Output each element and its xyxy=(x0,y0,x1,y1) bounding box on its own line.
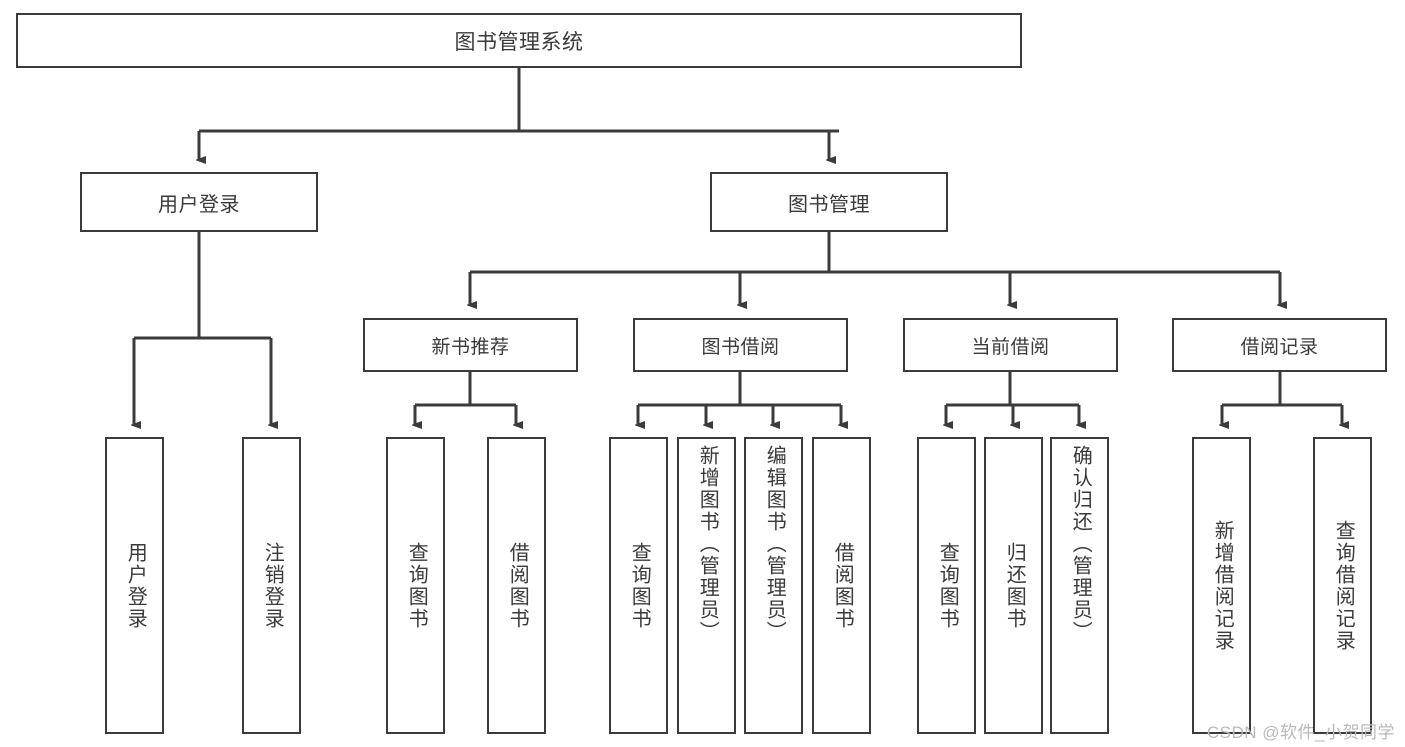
node-label: 用户登录 xyxy=(158,193,240,216)
node-user-login[interactable]: 用户登录 xyxy=(80,172,318,232)
node-label: 借阅记录 xyxy=(1240,336,1319,358)
node-label: 借阅图书 xyxy=(506,541,529,630)
node-current-borrow[interactable]: 当前借阅 xyxy=(903,318,1118,372)
node-label: 图书管理 xyxy=(788,193,870,216)
leaf-query-book-borrow[interactable]: 查询图书 xyxy=(609,437,668,734)
leaf-add-book-admin[interactable]: 新增图书（管理员） xyxy=(677,437,736,734)
leaf-edit-book-admin[interactable]: 编辑图书（管理员） xyxy=(744,437,803,734)
node-label: 查询图书 xyxy=(936,541,959,630)
node-label: 注销登录 xyxy=(261,541,284,630)
node-label: 新增图书（管理员） xyxy=(696,445,719,643)
node-label: 借阅图书 xyxy=(831,541,854,630)
leaf-user-login[interactable]: 用户登录 xyxy=(105,437,164,734)
leaf-query-borrow-record[interactable]: 查询借阅记录 xyxy=(1313,437,1372,734)
leaf-query-book-recommend[interactable]: 查询图书 xyxy=(386,437,445,734)
leaf-logout[interactable]: 注销登录 xyxy=(242,437,301,734)
node-borrow-record[interactable]: 借阅记录 xyxy=(1172,318,1387,372)
node-label: 新书推荐 xyxy=(431,336,510,358)
node-book-management[interactable]: 图书管理 xyxy=(710,172,948,232)
node-label: 当前借阅 xyxy=(971,336,1050,358)
node-label: 新增借阅记录 xyxy=(1211,519,1234,652)
node-label: 查询借阅记录 xyxy=(1332,519,1355,652)
node-label: 查询图书 xyxy=(628,541,651,630)
leaf-borrow-book-recommend[interactable]: 借阅图书 xyxy=(487,437,546,734)
node-label: 编辑图书（管理员） xyxy=(763,445,786,643)
node-root-system[interactable]: 图书管理系统 xyxy=(16,13,1022,68)
node-label: 归还图书 xyxy=(1003,541,1026,630)
leaf-return-book[interactable]: 归还图书 xyxy=(984,437,1043,734)
leaf-confirm-return-admin[interactable]: 确认归还（管理员） xyxy=(1050,437,1109,734)
node-book-borrow[interactable]: 图书借阅 xyxy=(633,318,848,372)
node-new-book-recommend[interactable]: 新书推荐 xyxy=(363,318,578,372)
leaf-query-book-current[interactable]: 查询图书 xyxy=(917,437,976,734)
node-label: 用户登录 xyxy=(124,541,147,630)
node-label: 确认归还（管理员） xyxy=(1069,445,1092,643)
leaf-borrow-book[interactable]: 借阅图书 xyxy=(812,437,871,734)
node-label: 图书管理系统 xyxy=(454,30,584,54)
leaf-add-borrow-record[interactable]: 新增借阅记录 xyxy=(1192,437,1251,734)
node-label: 图书借阅 xyxy=(701,336,780,358)
csdn-watermark: CSDN @软件_小贺同学 xyxy=(1206,723,1395,742)
node-label: 查询图书 xyxy=(405,541,428,630)
